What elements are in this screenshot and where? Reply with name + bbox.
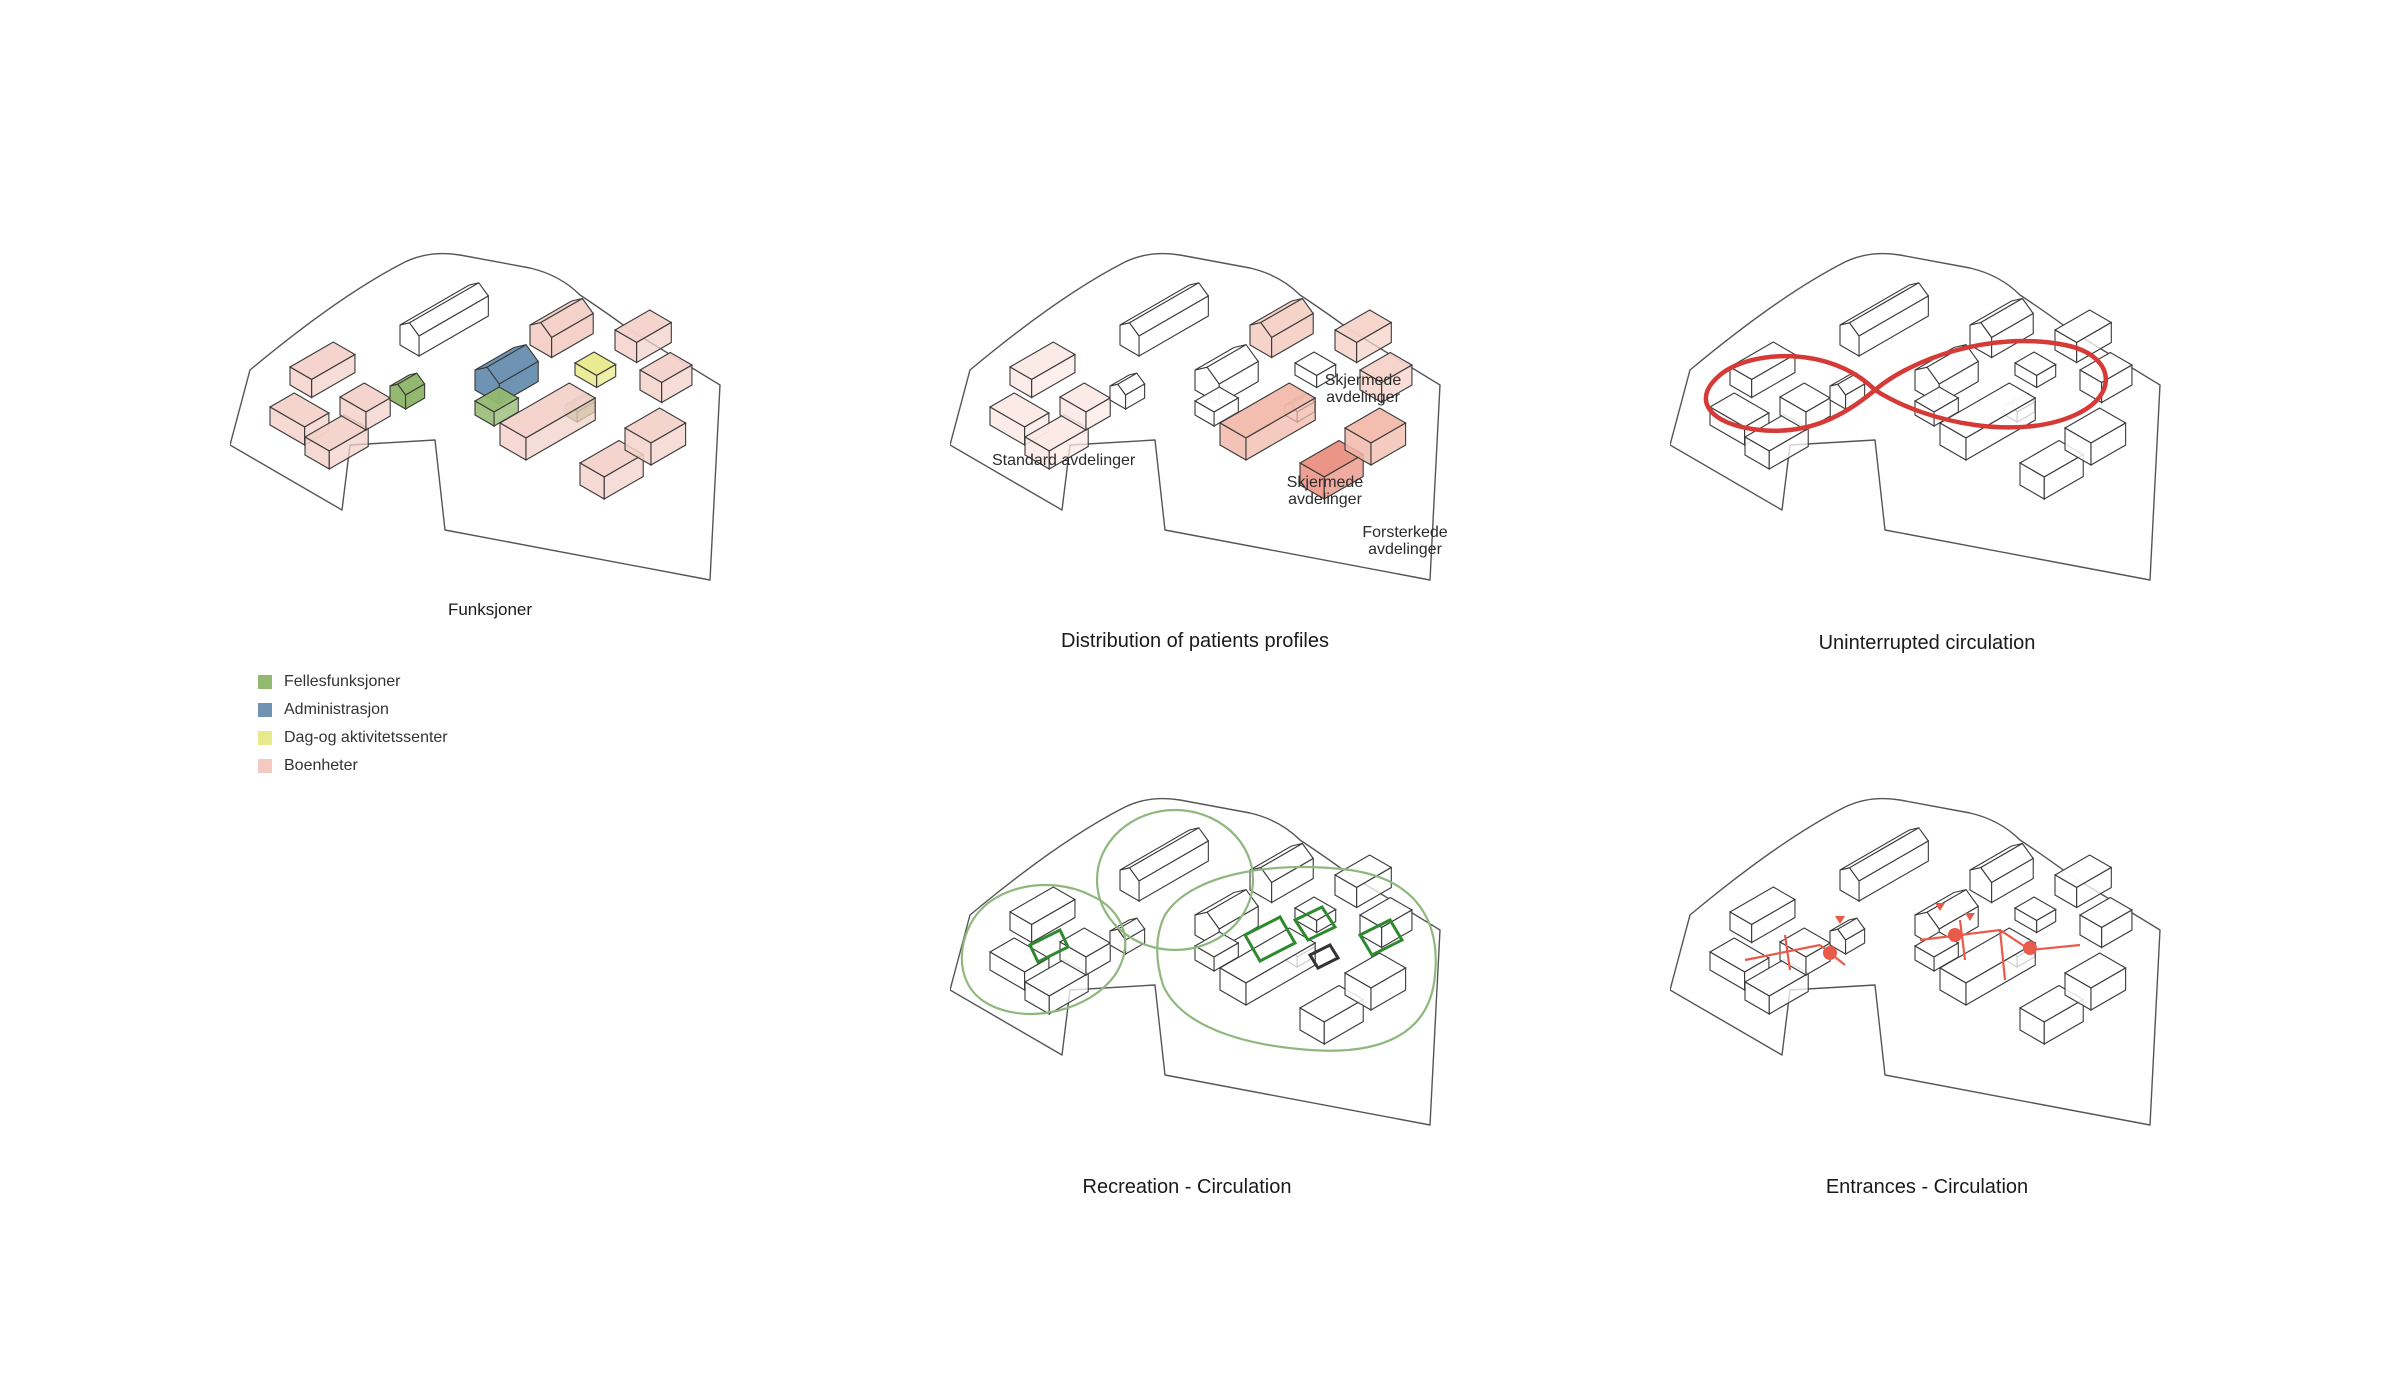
entrance-arrow-icon bbox=[1835, 916, 1845, 924]
south-wing-a-wall-right bbox=[1245, 397, 1316, 461]
north-building-wall bbox=[1858, 840, 1929, 902]
patient-profiles-diagram bbox=[950, 252, 1441, 581]
north-building-wall bbox=[1138, 840, 1209, 902]
connector-house-wall bbox=[1125, 383, 1146, 410]
recreation-circulation-caption: Recreation - Circulation bbox=[1082, 1176, 1292, 1198]
north-building-wall bbox=[1858, 295, 1929, 357]
south-wing-b-wall-right bbox=[650, 422, 687, 466]
patient-profiles-caption: Distribution of patients profiles bbox=[1061, 630, 1329, 652]
legend-item: Boenheter bbox=[258, 752, 448, 780]
east-wing-a-wall-right bbox=[2076, 866, 2112, 909]
entrance-path-east bbox=[1919, 919, 2081, 981]
courtyard-east-b bbox=[1292, 905, 1338, 942]
label-standard-avdelinger: Standard avdelinger bbox=[992, 452, 1136, 469]
south-wing-a-wall-right bbox=[525, 397, 596, 461]
east-wing-b-wall-right bbox=[1381, 364, 1413, 404]
recreation-zone-east bbox=[1156, 865, 1437, 1052]
legend-swatch-boenheter bbox=[258, 759, 272, 773]
day-centre-wall-right bbox=[1316, 363, 1337, 389]
entrances-circulation-diagram bbox=[1670, 797, 2161, 1126]
recreation-circulation-diagram bbox=[950, 797, 1441, 1126]
east-wing-b-wall-right bbox=[661, 364, 693, 404]
legend-label: Dag-og aktivitetssenter bbox=[284, 729, 448, 746]
west-wing-a-wall-right bbox=[1031, 898, 1076, 944]
legend: Fellesfunksjoner Administrasjon Dag-og a… bbox=[258, 668, 448, 780]
legend-label: Fellesfunksjoner bbox=[284, 673, 401, 690]
connector-house-wall bbox=[405, 383, 426, 410]
south-wing-a-wall-right bbox=[1965, 942, 2036, 1006]
legend-swatch-administrasjon bbox=[258, 703, 272, 717]
funksjoner-caption: Funksjoner bbox=[447, 600, 533, 619]
west-wing-a-wall-right bbox=[1751, 898, 1796, 944]
label-forsterkede-avdelinger: Forsterkede avdelinger bbox=[1362, 524, 1448, 558]
south-wing-b-wall-right bbox=[1370, 967, 1407, 1011]
courtyard-east-c bbox=[1357, 918, 1405, 957]
entrance-marker bbox=[2023, 941, 2037, 955]
south-wing-b-wall-right bbox=[2090, 422, 2127, 466]
label-skjermede-avdelinger-top: Skjermede avdelinger bbox=[1324, 372, 1402, 406]
west-wing-a-wall-right bbox=[1031, 353, 1076, 399]
entrance-marker bbox=[1823, 946, 1837, 960]
courtyard-east-d bbox=[1307, 943, 1341, 970]
day-centre-wall-right bbox=[2036, 363, 2057, 389]
courtyard-west bbox=[1028, 927, 1070, 965]
entrances-circulation-caption: Entrances - Circulation bbox=[1825, 1176, 2029, 1198]
day-centre-wall-right bbox=[2036, 908, 2057, 934]
west-wing-a-wall-right bbox=[311, 353, 356, 399]
legend-swatch-dag-og-aktivitetssenter bbox=[258, 731, 272, 745]
connector-house-wall bbox=[1845, 928, 1866, 955]
uninterrupted-circulation-diagram bbox=[1670, 252, 2161, 581]
entrance-arrow-icon bbox=[1935, 903, 1945, 911]
north-building-wall bbox=[1138, 295, 1209, 357]
south-wing-b-wall-right bbox=[1370, 422, 1407, 466]
courtyard-east-a bbox=[1242, 915, 1298, 963]
day-centre-wall-right bbox=[1316, 908, 1337, 934]
legend-item: Administrasjon bbox=[258, 696, 448, 724]
north-building-wall bbox=[418, 295, 489, 357]
legend-label: Boenheter bbox=[284, 757, 358, 774]
entrance-marker bbox=[1948, 928, 1962, 942]
legend-swatch-fellesfunksjoner bbox=[258, 675, 272, 689]
recreation-zone-west bbox=[960, 883, 1127, 1016]
south-wing-a-wall-right bbox=[1245, 942, 1316, 1006]
east-wing-a-wall-right bbox=[636, 321, 672, 364]
legend-label: Administrasjon bbox=[284, 701, 389, 718]
uninterrupted-circulation-caption: Uninterrupted circulation bbox=[1818, 632, 2036, 654]
recreation-zone-north bbox=[1095, 808, 1255, 952]
east-wing-a-wall-right bbox=[1356, 321, 1392, 364]
north-east-house-wall bbox=[1991, 857, 2034, 904]
south-wing-b-wall-right bbox=[2090, 967, 2127, 1011]
infinity-circulation-loop bbox=[1703, 338, 2108, 433]
north-east-house-wall bbox=[1271, 312, 1314, 359]
legend-item: Fellesfunksjoner bbox=[258, 668, 448, 696]
east-wing-b-wall-right bbox=[2101, 909, 2133, 949]
north-east-house-wall bbox=[1271, 857, 1314, 904]
north-east-house-wall bbox=[551, 312, 594, 359]
legend-item: Dag-og aktivitetssenter bbox=[258, 724, 448, 752]
funksjoner-diagram bbox=[230, 252, 721, 581]
label-skjermede-avdelinger-bottom: Skjermede avdelinger bbox=[1286, 474, 1364, 508]
entrance-arrow-icon bbox=[1965, 913, 1975, 921]
day-centre-wall-right bbox=[596, 363, 617, 389]
